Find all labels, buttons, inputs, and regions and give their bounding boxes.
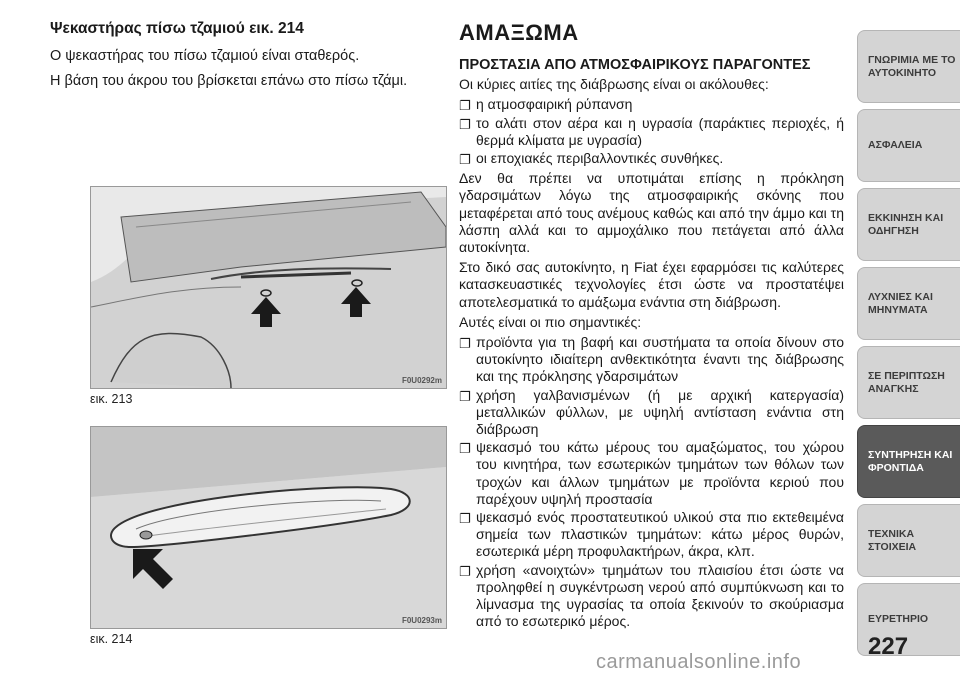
arrow-icon [251, 297, 281, 327]
figure-213: F0U0292m [90, 186, 447, 389]
checkbox-bullet-icon: ❐ [459, 116, 471, 132]
right-column: ΑΜΑΞΩΜΑ ΠΡΟΣΤΑΣΙΑ ΑΠΟ ΑΤΜΟΣΦΑΙΡΙΚΟΥΣ ΠΑΡ… [459, 20, 844, 634]
list-item: ❐ψεκασμό ενός προστατευτικού υλικού στα … [459, 509, 844, 560]
figure-214: F0U0293m [90, 426, 447, 629]
figure-code: F0U0292m [401, 376, 442, 385]
causes-list: ❐η ατμοσφαιρική ρύπανση ❐το αλάτι στον α… [459, 96, 844, 167]
list-item: ❐η ατμοσφαιρική ρύπανση [459, 96, 633, 114]
checkbox-bullet-icon: ❐ [459, 563, 471, 579]
car-windscreen-illustration [91, 187, 446, 388]
checkbox-bullet-icon: ❐ [459, 336, 471, 352]
checkbox-bullet-icon: ❐ [459, 388, 471, 404]
section-subtitle: ΠΡΟΣΤΑΣΙΑ ΑΠΟ ΑΤΜΟΣΦΑΙΡΙΚΟΥΣ ΠΑΡΑΓΟΝΤΕΣ [459, 57, 811, 74]
arrow-icon [133, 549, 173, 589]
tab-emergency[interactable]: ΣΕ ΠΕΡΙΠΤΩΣΗ ΑΝΑΓΚΗΣ [857, 346, 960, 419]
tab-safety[interactable]: ΑΣΦΑΛΕΙΑ [857, 109, 960, 182]
rear-washer-text-1: Ο ψεκαστήρας του πίσω τζαμιού είναι σταθ… [50, 48, 360, 64]
body-paragraph: Στο δικό σας αυτοκίνητο, η Fiat έχει εφα… [459, 259, 844, 310]
figure-213-caption: εικ. 213 [90, 392, 133, 406]
checkbox-bullet-icon: ❐ [459, 98, 471, 114]
watermark: carmanualsonline.info [596, 651, 802, 673]
checkbox-bullet-icon: ❐ [459, 152, 471, 168]
figure-214-caption: εικ. 214 [90, 632, 133, 646]
tab-maintenance-care[interactable]: ΣΥΝΤΗΡΗΣΗ ΚΑΙ ΦΡΟΝΤΙΔΑ [857, 425, 960, 498]
tab-technical-data[interactable]: ΤΕΧΝΙΚΑ ΣΤΟΙΧΕΙΑ [857, 504, 960, 577]
tab-starting-driving[interactable]: ΕΚΚΙΝΗΣΗ ΚΑΙ ΟΔΗΓΗΣΗ [857, 188, 960, 261]
list-item: ❐ψεκασμό του κάτω μέρους του αμαξώματος,… [459, 439, 844, 507]
list-item: ❐χρήση γαλβανισμένων (ή με αρχική κατεργ… [459, 386, 844, 438]
tab-getting-to-know[interactable]: ΓΝΩΡΙΜΙΑ ΜΕ ΤΟ ΑΥΤΟΚΙΝΗΤΟ [857, 30, 960, 103]
list-item: ❐το αλάτι στον αέρα και η υγρασία (παράκ… [459, 114, 844, 148]
chapter-tabs: ΓΝΩΡΙΜΙΑ ΜΕ ΤΟ ΑΥΤΟΚΙΝΗΤΟ ΑΣΦΑΛΕΙΑ ΕΚΚΙΝ… [857, 30, 960, 662]
tab-index[interactable]: ΕΥΡΕΤΗΡΙΟ [857, 583, 960, 656]
checkbox-bullet-icon: ❐ [459, 511, 471, 527]
intro-text: Οι κύριες αιτίες της διάβρωσης είναι οι … [459, 76, 769, 93]
rear-washer-text-2: Η βάση του άκρου του βρίσκεται επάνω στο… [50, 73, 408, 89]
body-paragraph: Αυτές είναι οι πιο σημαντικές: [459, 313, 642, 330]
body-paragraph: Δεν θα πρέπει να υποτιμάται επίσης η πρό… [459, 170, 844, 256]
list-item: ❐προϊόντα για τη βαφή και συστήματα τα ο… [459, 334, 844, 385]
rear-washer-illustration [91, 427, 446, 628]
list-item: ❐οι εποχιακές περιβαλλοντικές συνθήκες. [459, 150, 724, 168]
arrow-icon [341, 287, 371, 317]
left-column: Ψεκαστήρας πίσω τζαμιού εικ. 214 Ο ψεκασ… [50, 20, 445, 96]
rear-washer-heading: Ψεκαστήρας πίσω τζαμιού εικ. 214 [50, 20, 304, 37]
tab-warning-lights[interactable]: ΛΥΧΝΙΕΣ ΚΑΙ ΜΗΝΥΜΑΤΑ [857, 267, 960, 340]
list-item: ❐χρήση «ανοιχτών» τμημάτων του πλαισίου … [459, 561, 844, 630]
page-number: 227 [868, 633, 909, 660]
figure-code: F0U0293m [401, 616, 442, 625]
section-title: ΑΜΑΞΩΜΑ [459, 20, 579, 45]
checkbox-bullet-icon: ❐ [459, 441, 471, 457]
measures-list: ❐προϊόντα για τη βαφή και συστήματα τα ο… [459, 334, 844, 630]
